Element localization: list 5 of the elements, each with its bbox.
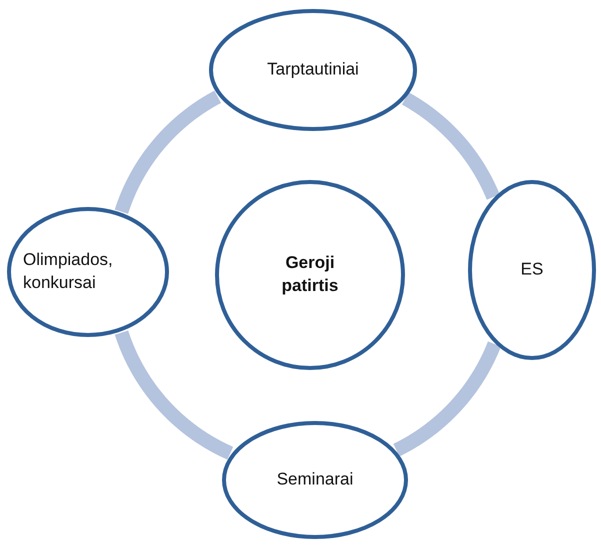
node-label: Tarptautiniai — [266, 58, 360, 81]
node-label: ES — [520, 258, 544, 281]
node-label: Seminarai — [276, 468, 354, 491]
node-label: Geroji patirtis — [280, 252, 340, 297]
node-label: Olimpiados, konkursai — [23, 249, 114, 294]
